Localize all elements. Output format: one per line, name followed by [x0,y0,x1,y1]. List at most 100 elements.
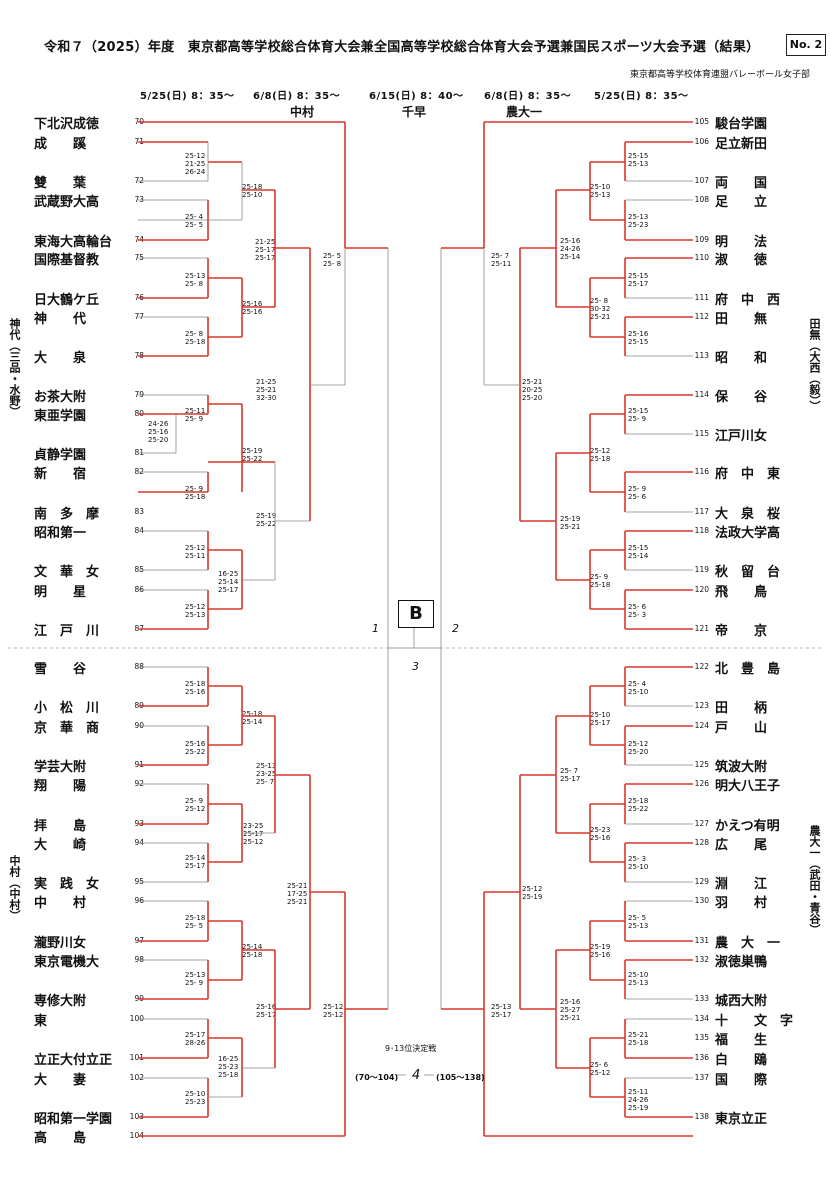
match-score: 25- 9 25- 6 [628,485,647,501]
team-name: 小 松 川 [34,701,100,716]
match-score: 25- 6 25- 3 [628,603,647,619]
match-score: 25- 3 25-10 [628,855,649,871]
match-score: 25- 5 25- 8 [323,252,342,268]
match-score: 21-25 25-21 32-30 [256,378,277,402]
match-score: 25-15 25- 9 [628,407,649,423]
team-name: 明大八王子 [715,779,781,794]
match-score: 25-14 25-18 [242,943,263,959]
team-name: 翔 陽 [34,779,87,794]
court-center: 千早 [402,105,427,119]
team-number: 98 [134,955,144,964]
team-name: 文 華 女 [34,565,100,580]
team-number: 84 [134,526,144,535]
team-number: 108 [694,195,709,204]
team-name: 大 泉 桜 [715,507,781,522]
team-name: 福 生 [715,1033,768,1048]
venue-right-bottom: 農大一（武田・青谷） [808,825,821,935]
team-number: 72 [134,176,144,185]
team-number: 75 [134,253,144,262]
match-label-2: 2 [452,622,459,635]
match-score: 25- 8 30-32 25-21 [590,297,611,321]
match-score: 25-23 25-16 [590,826,611,842]
team-number: 133 [694,994,709,1003]
match-score: 25-19 25-22 [256,512,277,528]
team-number: 125 [694,760,709,769]
match-score: 25-11 25- 9 [185,407,206,423]
team-name: 淵 江 [715,877,768,892]
match-score: 25-15 25-17 [628,272,649,288]
team-name: 成 蹊 [34,137,87,152]
team-name: 飛 鳥 [715,585,768,600]
match-score: 25-21 17-25 25-21 [287,882,308,906]
team-number: 85 [134,565,144,574]
team-name: 淑徳巣鴨 [715,955,768,970]
match-score: 25-18 25-16 [185,680,206,696]
team-name: 東 [34,1014,48,1029]
match-score: 16-25 25-14 25-17 [218,570,239,594]
team-name: 昭 和 [715,351,768,366]
team-number: 112 [694,312,709,321]
team-name: 足立新田 [715,137,768,152]
team-name: 保 谷 [715,390,768,405]
team-name: 大 崎 [34,838,87,853]
match-score: 25-10 25-23 [185,1090,206,1106]
match-score: 25-18 25-10 [242,183,263,199]
team-name: 立正大付立正 [34,1053,113,1068]
team-number: 114 [694,390,709,399]
team-name: 城西大附 [715,994,768,1009]
team-number: 90 [134,721,144,730]
match-score: 25-15 25-13 [628,152,649,168]
match-score: 25-21 25-18 [628,1031,649,1047]
match-score: 25-17 28-26 [185,1031,206,1047]
team-name: 北 豊 島 [715,662,781,677]
team-name: 大 泉 [34,351,87,366]
match-score: 25-13 25- 9 [185,971,206,987]
date-final: 6/15(日) 8：40〜 [369,91,464,102]
team-name: 神 代 [34,312,87,327]
team-number: 126 [694,779,709,788]
team-name: 足 立 [715,195,768,210]
team-name: 実 践 女 [34,877,100,892]
team-name: 雙 葉 [34,176,87,191]
team-name: 江 戸 川 [34,624,100,639]
match-score: 25- 9 25-12 [185,797,206,813]
team-number: 113 [694,351,709,360]
team-name: 江戸川女 [715,429,768,444]
match-score: 25- 7 25-11 [491,252,512,268]
team-number: 124 [694,721,709,730]
match-score: 25-19 25-16 [590,943,611,959]
team-name: 帝 京 [715,624,768,639]
team-name: 明 法 [715,235,768,250]
match-score: 25- 9 25-18 [590,573,611,589]
team-name: かえつ有明 [715,819,780,834]
match-score: 25-10 25-13 [590,183,611,199]
match-score: 25-10 25-17 [590,711,611,727]
team-number: 92 [134,779,144,788]
team-name: 大 妻 [34,1073,87,1088]
team-name: 東亜学園 [34,409,87,424]
match-score: 25-12 21-25 26-24 [185,152,206,176]
venue-right-top: 田無（大西（毅）） [808,318,821,412]
consolation-mid: 4 [412,1068,421,1083]
team-number: 115 [694,429,709,438]
match-score: 25- 4 25- 5 [185,213,204,229]
match-score: 25-18 25-14 [242,710,263,726]
match-score: 25-13 25-23 [628,213,649,229]
team-name: 府 中 東 [715,467,781,482]
match-score: 25-21 20-25 25-20 [522,378,543,402]
team-number: 117 [694,507,709,516]
match-score: 25-12 25-11 [185,544,206,560]
date-round2-right: 6/8(日) 8：35〜 [484,91,572,102]
team-name: 国際基督教 [34,253,100,268]
match-score: 25-13 25- 8 [185,272,206,288]
team-number: 134 [694,1014,709,1023]
team-number: 128 [694,838,709,847]
match-score: 21-25 25-17 25-17 [255,238,276,262]
match-label-3: 3 [412,660,419,673]
team-name: 羽 村 [715,896,768,911]
match-label-1: 1 [372,622,379,635]
match-score: 25- 9 25-18 [185,485,206,501]
match-score: 25-12 25-18 [590,447,611,463]
team-name: 貞静学園 [34,448,87,463]
